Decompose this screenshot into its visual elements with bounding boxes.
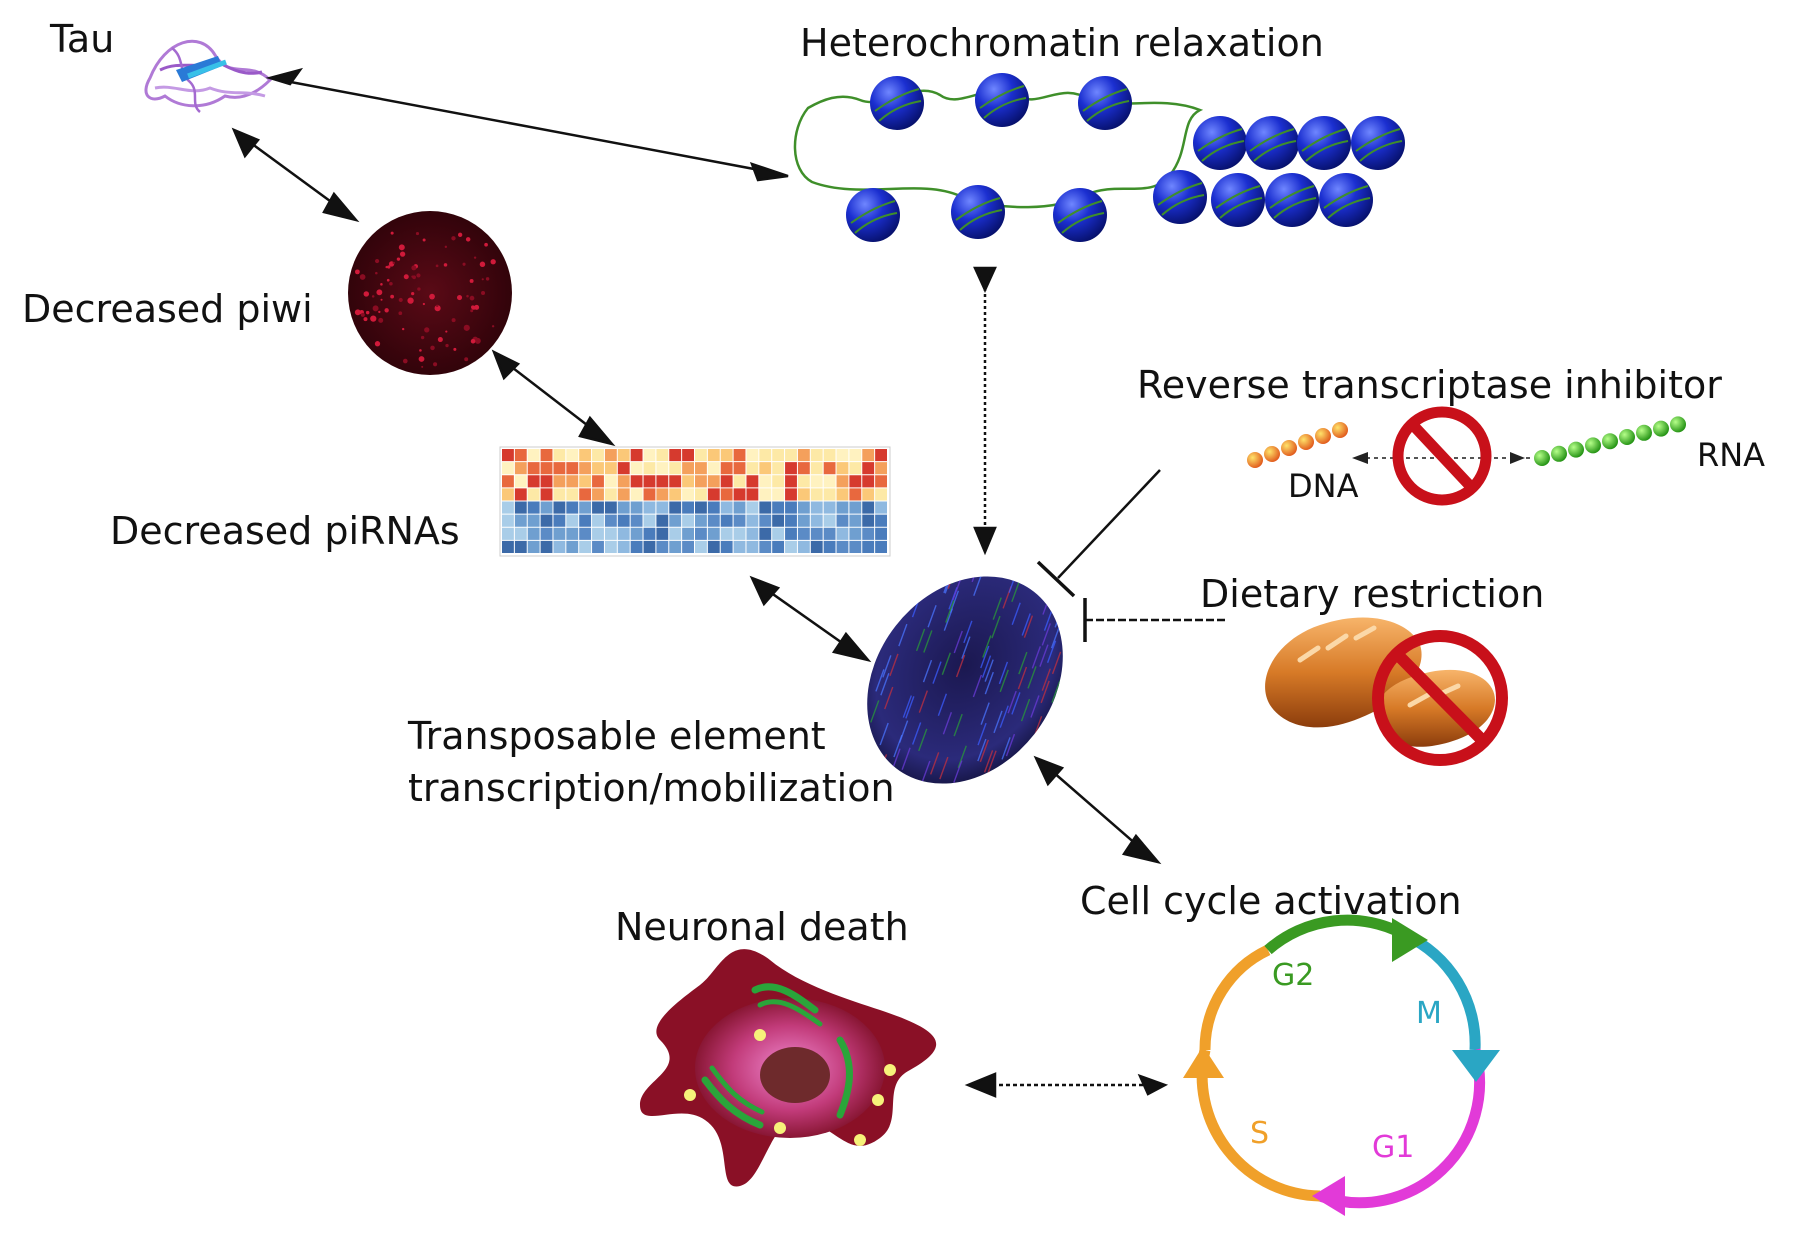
dietary-restriction-graphic [1265,617,1508,766]
nucleosome [1153,170,1207,224]
nucleosome [1053,188,1107,242]
cell-cycle-label: Cell cycle activation [1080,879,1462,923]
tau-label: Tau [49,17,114,61]
nucleosome [1211,173,1265,227]
nucleosome-group [846,73,1405,242]
nucleosome [1265,173,1319,227]
rti-label: Reverse transcriptase inhibitor [1137,363,1722,407]
dna-label: DNA [1288,467,1359,505]
phase-g2-label: G2 [1272,958,1314,993]
nucleosome [1297,116,1351,170]
rt-inhibitor-graphic [1247,406,1686,506]
dietary-label: Dietary restriction [1200,572,1544,616]
no-symbol-icon [1372,630,1508,766]
nucleosome [1193,116,1247,170]
no-symbol-icon [1392,406,1492,506]
piwi-label: Decreased piwi [22,287,313,331]
nucleosome [951,185,1005,239]
nucleosome [1078,76,1132,130]
nucleosome [975,73,1029,127]
te-label-line2: transcription/mobilization [408,766,895,810]
pirna-heatmap [499,446,891,557]
pirnas-label: Decreased piRNAs [110,509,460,553]
rna-label: RNA [1697,436,1765,474]
dna-strand-icon [1247,422,1348,468]
neuronal-death-label: Neuronal death [615,905,909,949]
tau-protein-image [144,39,273,113]
dying-neuron-image [640,949,937,1187]
phase-s-label: S [1250,1116,1269,1151]
heterochromatin-image [793,73,1405,242]
phase-g1-label: G1 [1372,1130,1414,1165]
cell-cycle-diagram: G2 M G1 S [1183,914,1500,1216]
nucleosome [1245,116,1299,170]
heterochromatin-label: Heterochromatin relaxation [800,21,1324,65]
piwi-stain-image [348,211,512,375]
phase-m-label: M [1416,996,1442,1031]
nucleosome [1319,173,1373,227]
nucleosome [870,76,924,130]
pathway-arrows [231,67,1225,1098]
nucleosome [1351,116,1405,170]
nucleosome [846,188,900,242]
rna-strand-icon [1534,416,1686,466]
te-label-line1: Transposable element [407,714,826,758]
